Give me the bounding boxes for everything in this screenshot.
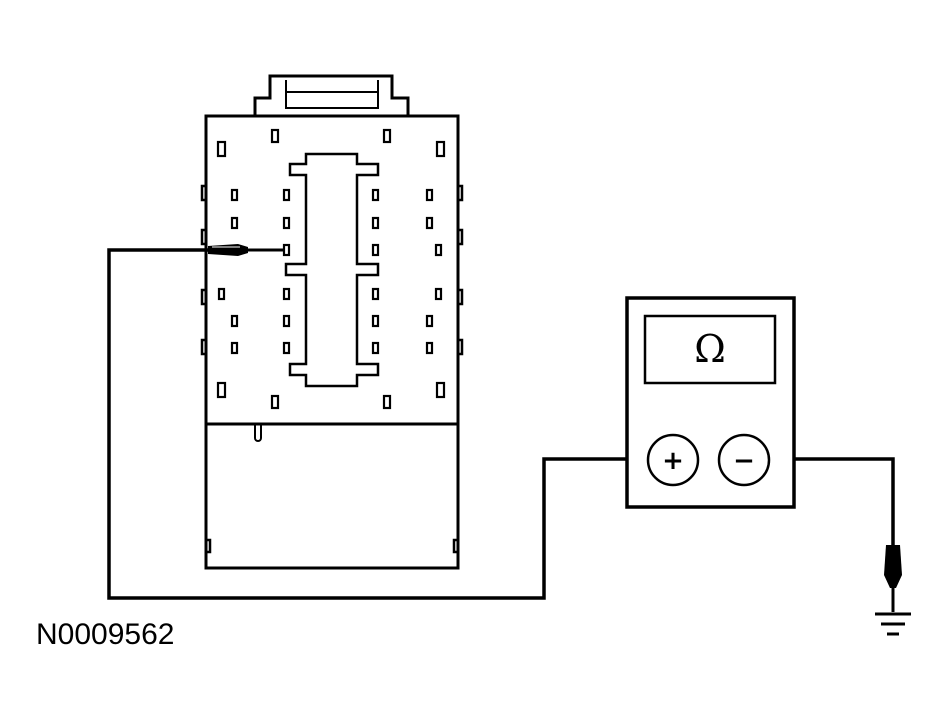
positive-terminal — [646, 433, 700, 487]
connector-side-tabs — [200, 184, 464, 554]
figure-reference-number: N0009562 — [36, 618, 175, 651]
connector-housing — [204, 114, 460, 570]
test-leads — [107, 248, 895, 600]
test-probe — [208, 244, 284, 256]
negative-sign: − — [733, 446, 755, 476]
connector-latch — [253, 74, 410, 116]
meter-display — [643, 314, 777, 385]
connector — [200, 74, 464, 570]
ground-icon — [875, 612, 911, 636]
ohm-symbol: Ω — [694, 327, 726, 371]
negative-terminal — [717, 433, 771, 487]
ohmmeter: Ω + − — [625, 296, 796, 509]
ground-probe — [884, 545, 902, 612]
connector-cavities — [216, 128, 446, 410]
negative-lead-wire — [792, 457, 895, 545]
positive-lead-wire — [107, 248, 648, 600]
positive-sign: + — [662, 446, 684, 476]
connector-key-slot — [284, 152, 380, 388]
